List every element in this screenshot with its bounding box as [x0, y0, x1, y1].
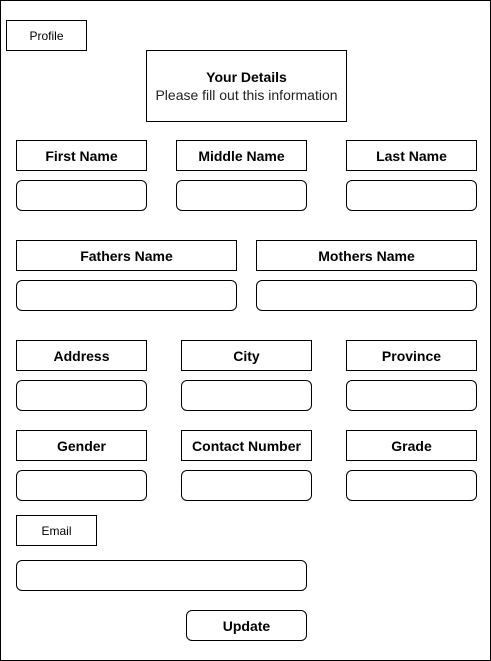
page-subtitle: Please fill out this information	[155, 87, 338, 103]
fathers-name-input[interactable]	[16, 280, 237, 311]
contact-number-label: Contact Number	[181, 430, 312, 461]
tab-profile[interactable]: Profile	[6, 20, 87, 51]
gender-label: Gender	[16, 430, 147, 461]
contact-number-input[interactable]	[181, 470, 312, 501]
first-name-input[interactable]	[16, 180, 147, 211]
grade-input[interactable]	[346, 470, 477, 501]
middle-name-input[interactable]	[176, 180, 307, 211]
last-name-input[interactable]	[346, 180, 477, 211]
city-label: City	[181, 340, 312, 371]
update-button[interactable]: Update	[186, 610, 307, 641]
province-input[interactable]	[346, 380, 477, 411]
email-label: Email	[16, 515, 97, 546]
city-input[interactable]	[181, 380, 312, 411]
first-name-label: First Name	[16, 140, 147, 171]
mothers-name-label: Mothers Name	[256, 240, 477, 271]
mothers-name-input[interactable]	[256, 280, 477, 311]
middle-name-label: Middle Name	[176, 140, 307, 171]
last-name-label: Last Name	[346, 140, 477, 171]
address-input[interactable]	[16, 380, 147, 411]
page-title: Your Details	[206, 69, 287, 85]
email-input[interactable]	[16, 560, 307, 591]
province-label: Province	[346, 340, 477, 371]
gender-input[interactable]	[16, 470, 147, 501]
grade-label: Grade	[346, 430, 477, 461]
fathers-name-label: Fathers Name	[16, 240, 237, 271]
address-label: Address	[16, 340, 147, 371]
details-header: Your Details Please fill out this inform…	[146, 50, 347, 122]
